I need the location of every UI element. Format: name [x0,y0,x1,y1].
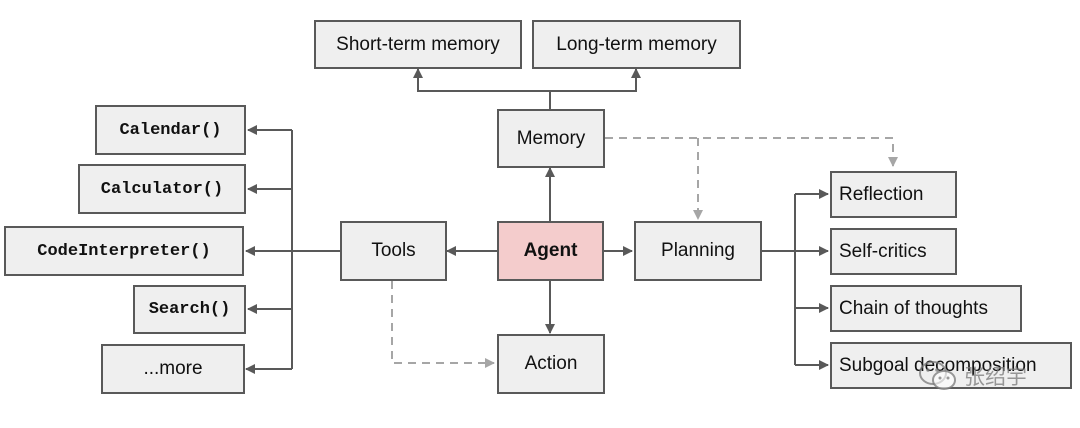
watermark: 张绍宇 [918,356,1027,396]
memory-node: Memory [497,109,605,168]
search-tool-node: Search() [133,285,246,334]
tools-to-action-dashed-arrow [391,281,495,368]
long-term-memory-label: Long-term memory [556,33,717,55]
calculator-tool-label: Calculator() [100,179,224,199]
subgoal-decomposition-label: Subgoal decomposition [839,354,1037,376]
calendar-tool-label: Calendar() [119,120,222,140]
memory-label: Memory [516,127,586,149]
self-critics-node: Self-critics [830,228,957,275]
memory-to-long-term-line [550,68,641,92]
chain-of-thoughts-node: Chain of thoughts [830,285,1022,332]
wechat-icon [918,359,958,393]
planning-label: Planning [661,240,735,261]
self-critics-label: Self-critics [839,240,927,262]
tools-node: Tools [340,221,447,281]
tools-label: Tools [371,240,416,261]
code-interpreter-tool-label: CodeInterpreter() [37,241,211,261]
search-tool-label: Search() [148,300,231,319]
action-label: Action [524,353,578,374]
watermark-text: 张绍宇 [964,366,1027,389]
reflection-label: Reflection [839,183,924,205]
short-term-memory-node: Short-term memory [314,20,522,69]
memory-to-short-term-line [413,68,551,109]
calendar-tool-node: Calendar() [95,105,246,155]
reflection-node: Reflection [830,171,957,218]
agent-node: Agent [497,221,604,281]
memory-dashed-connector [605,137,898,167]
more-tools-node: ...more [101,344,245,394]
short-term-memory-label: Short-term memory [336,33,500,55]
agent-label: Agent [523,240,578,261]
long-term-memory-node: Long-term memory [532,20,741,69]
more-tools-label: ...more [143,358,203,379]
chain-of-thoughts-label: Chain of thoughts [839,297,988,319]
planning-node: Planning [634,221,762,281]
action-node: Action [497,334,605,394]
code-interpreter-tool-node: CodeInterpreter() [4,226,244,276]
calculator-tool-node: Calculator() [78,164,246,214]
